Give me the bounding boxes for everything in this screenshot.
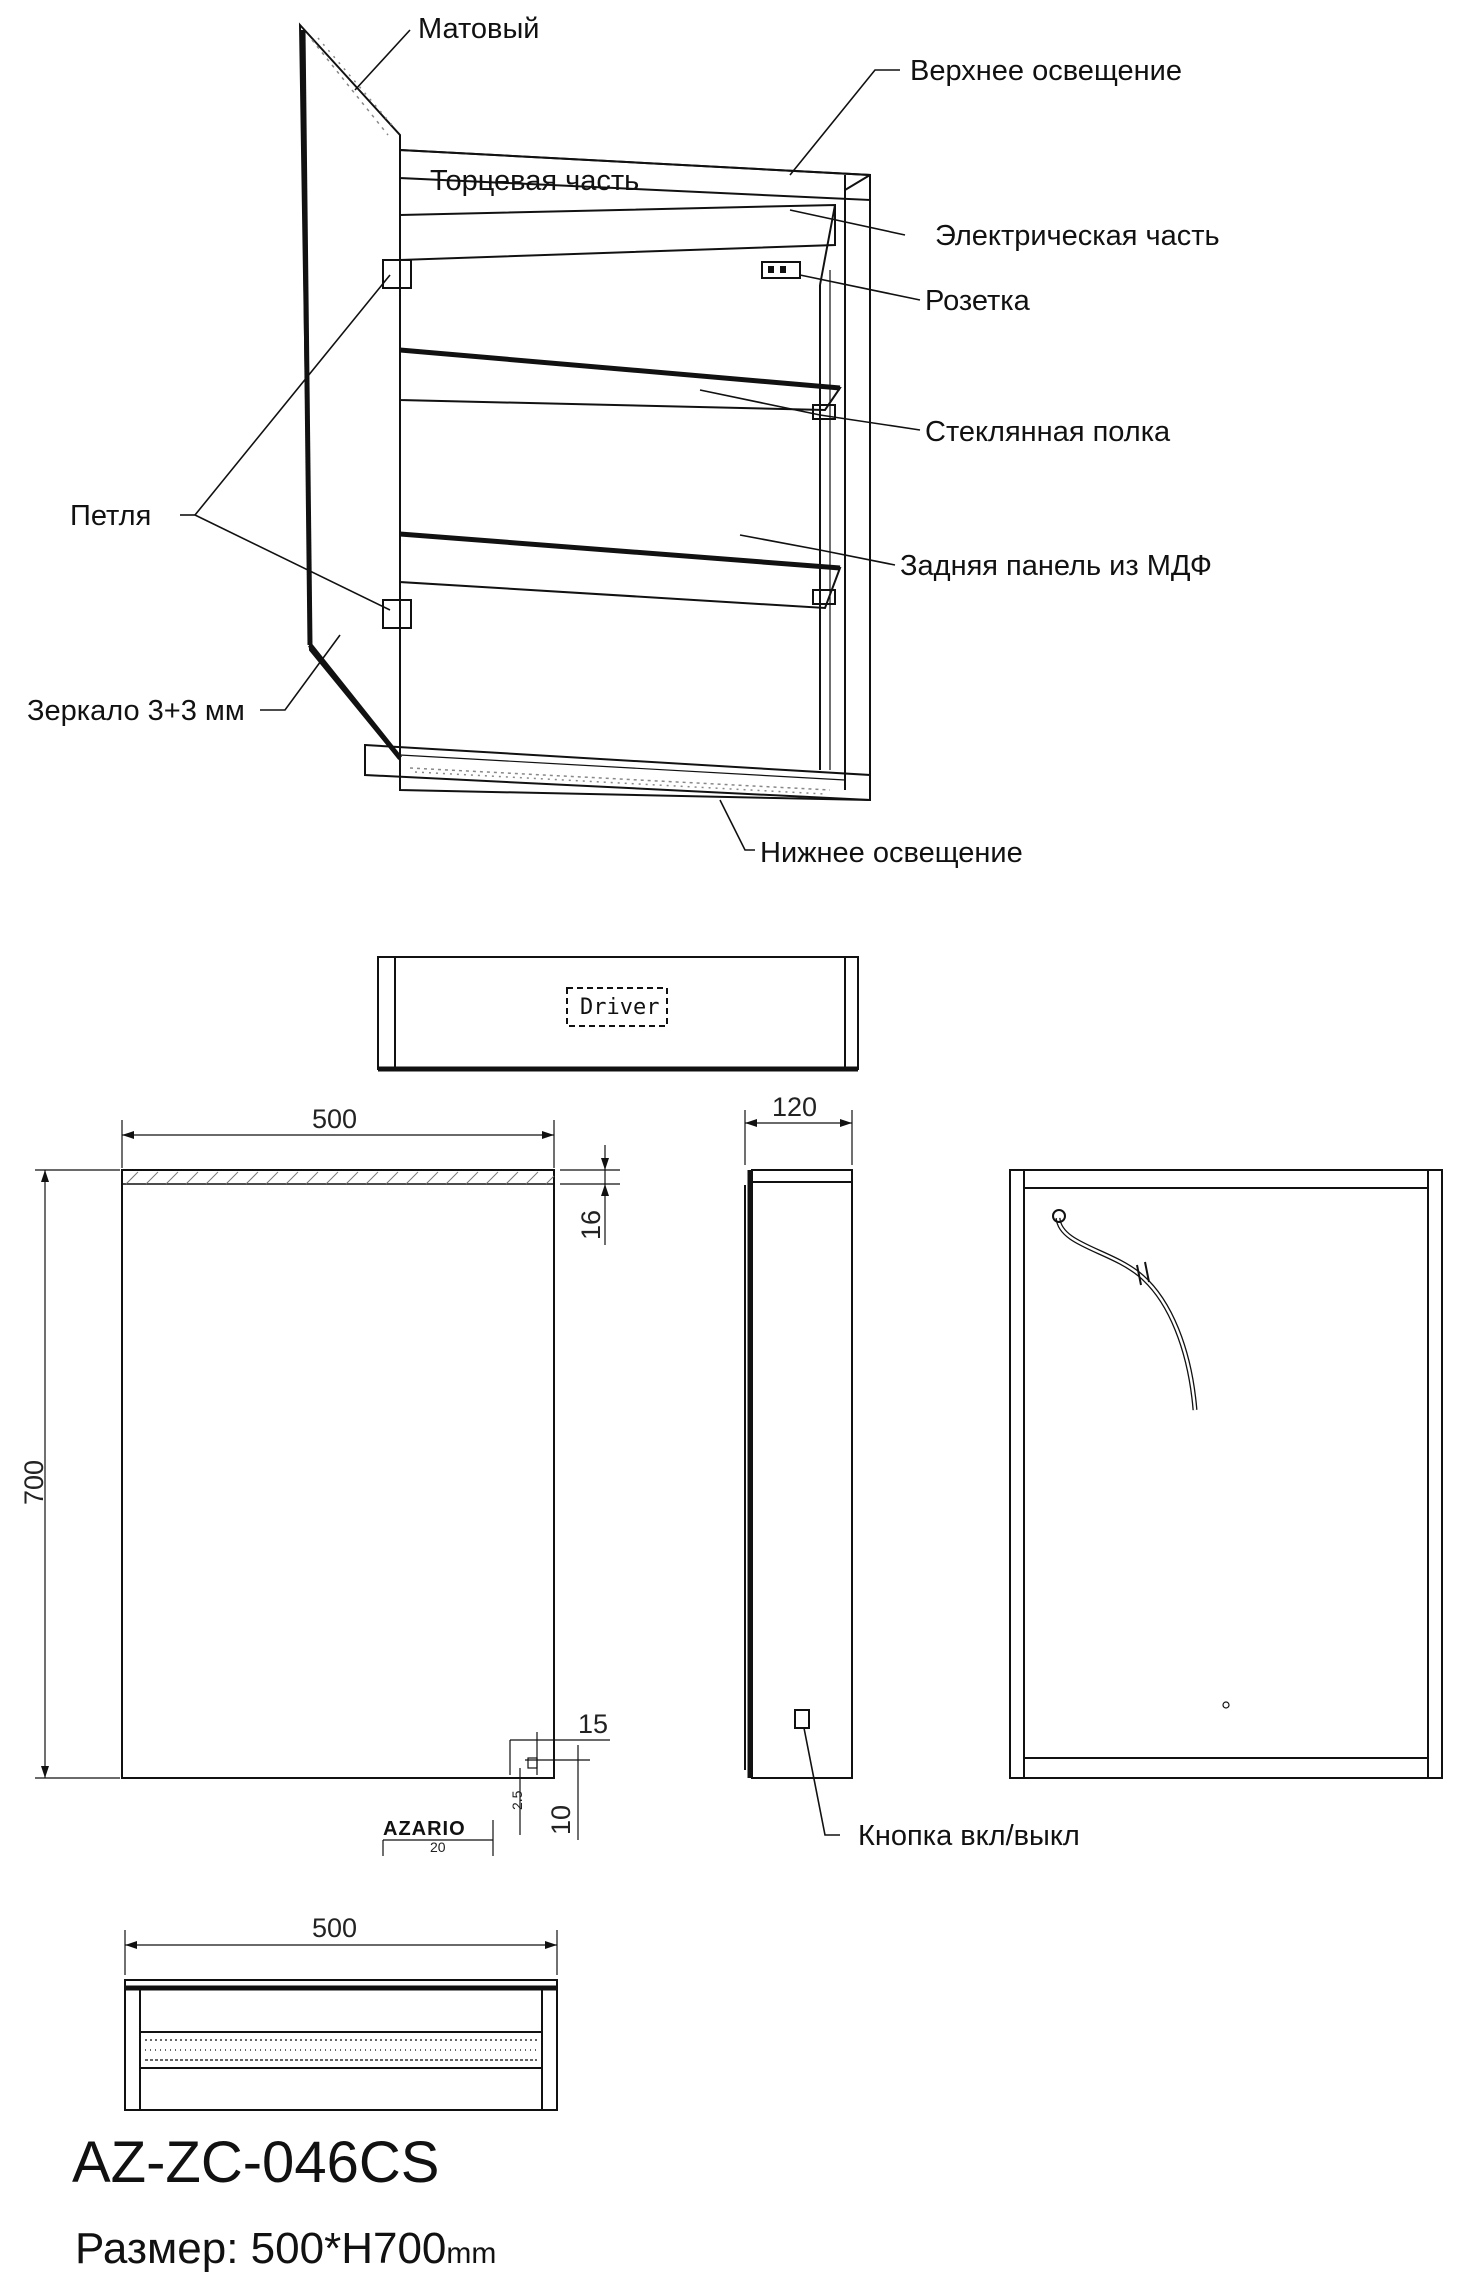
iso-leaders bbox=[180, 29, 921, 851]
bottom-view: 500 500 bbox=[124, 1879, 558, 2111]
model-title: AZ-ZC-046CS bbox=[72, 2130, 439, 2195]
label-bottom-light: Нижнее освещение bbox=[760, 837, 1023, 869]
label-glass-shelf: Стеклянная полка bbox=[925, 416, 1171, 448]
bottom-light-strip bbox=[139, 2031, 543, 2069]
glass-shelf-2 bbox=[399, 532, 842, 610]
label-matte: Матовый bbox=[418, 13, 540, 45]
dim-top-strip: 16 bbox=[576, 1210, 606, 1240]
label-switch: Кнопка вкл/выкл bbox=[858, 1820, 1080, 1852]
dim-logo-height: 2.5 bbox=[509, 1790, 525, 1810]
electrical-box bbox=[399, 203, 836, 262]
label-top-light: Верхнее освещение bbox=[910, 55, 1182, 87]
cabinet-outer bbox=[399, 148, 871, 802]
bottom-light-box bbox=[364, 743, 871, 802]
side-panel bbox=[751, 1169, 853, 1779]
switch-button bbox=[794, 1709, 810, 1729]
side-view: 120 Кнопка вкл/выкл bbox=[744, 1092, 1080, 1852]
back-panel bbox=[1009, 1169, 1443, 1779]
label-driver: Driver bbox=[580, 995, 659, 1020]
label-back-panel: Задняя панель из МДФ bbox=[900, 550, 1212, 582]
label-end-part: Торцевая часть bbox=[430, 165, 639, 197]
socket-icon bbox=[761, 261, 801, 279]
hinge-top bbox=[382, 259, 412, 289]
dim-depth: 120 bbox=[772, 1092, 817, 1122]
size-text: Размер: 500*H700mm bbox=[75, 2224, 496, 2273]
dim-width: 500 bbox=[312, 1104, 357, 1134]
top-view: Driver bbox=[377, 956, 859, 1072]
power-cable bbox=[1055, 1217, 1198, 1411]
label-mirror: Зеркало 3+3 мм bbox=[27, 695, 245, 727]
front-view: 500 700 16 15 10 AZARIO 20 2.5 bbox=[19, 1104, 620, 1856]
dim-height: 700 bbox=[19, 1460, 49, 1505]
front-panel bbox=[121, 1169, 555, 1779]
driver-box bbox=[566, 987, 668, 1027]
label-socket: Розетка bbox=[925, 285, 1031, 317]
label-electrical: Электрическая часть bbox=[935, 220, 1220, 252]
back-view bbox=[1009, 1169, 1443, 1779]
logo-azario: AZARIO bbox=[383, 1818, 466, 1840]
dim-side-offset: 15 bbox=[578, 1709, 608, 1739]
hinge-bottom bbox=[382, 599, 412, 629]
dim-bottom-width: 500 bbox=[312, 1913, 357, 1943]
dim-bottom-offset: 10 bbox=[546, 1805, 576, 1835]
label-hinge: Петля bbox=[70, 500, 151, 532]
isometric-view bbox=[298, 22, 871, 802]
bottom-panel bbox=[124, 1979, 558, 2111]
dim-logo-width: 20 bbox=[430, 1839, 446, 1855]
